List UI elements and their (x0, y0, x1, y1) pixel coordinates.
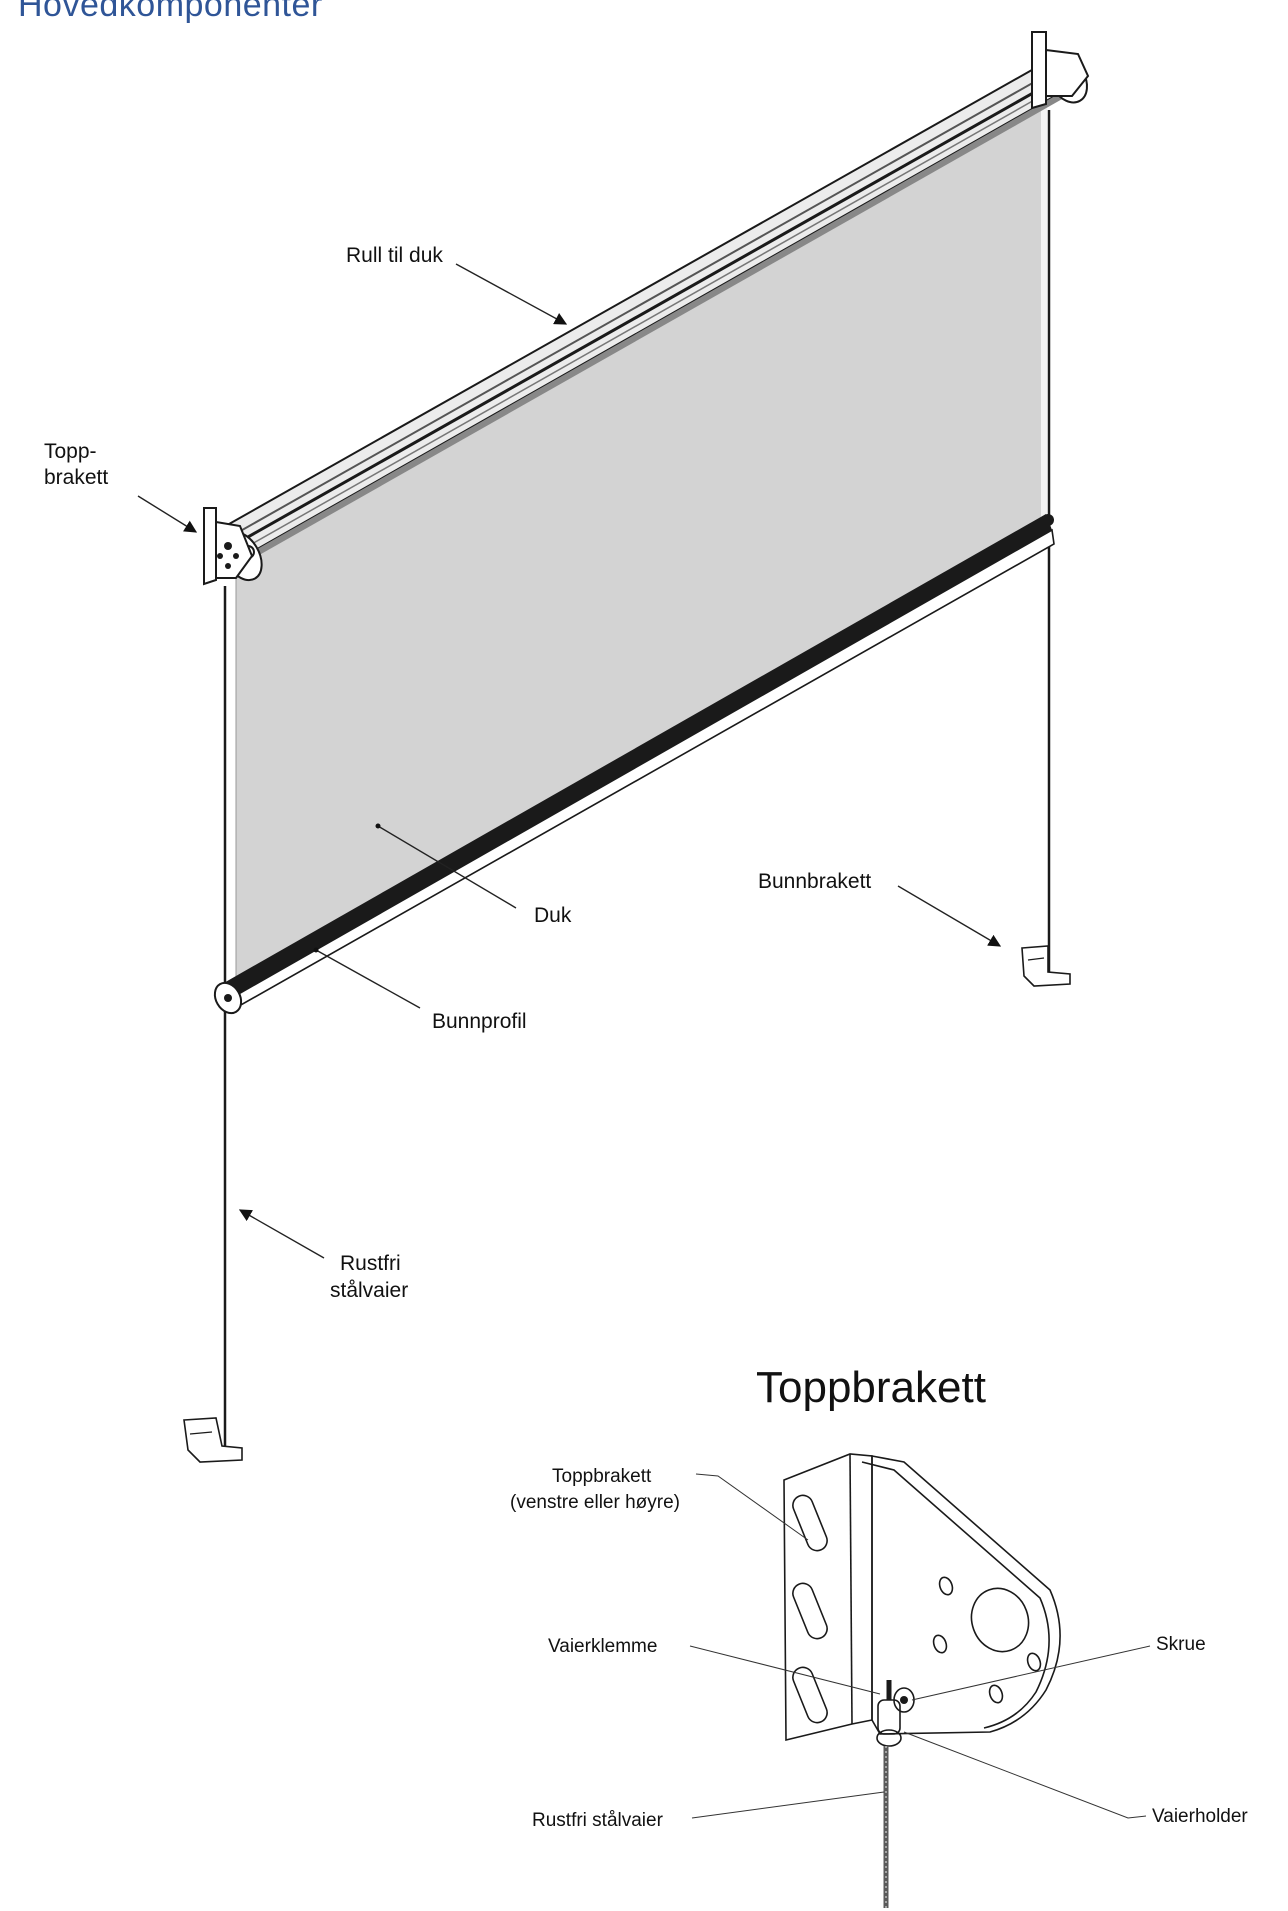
label-bunnbrakett: Bunnbrakett (758, 870, 871, 893)
bottom-profile (213, 514, 1055, 1015)
top-bracket-right (1031, 31, 1090, 110)
label-bunnprofil: Bunnprofil (432, 1010, 527, 1033)
label-vaierholder: Vaierholder (1152, 1806, 1248, 1827)
arrow-topp-brakett (137, 495, 198, 533)
leader-rustfri-stalvaier (691, 1791, 885, 1819)
arrow-bunnbrakett (897, 885, 1002, 947)
label-toppbrakett-2: (venstre eller høyre) (510, 1492, 680, 1513)
label-vaierklemme: Vaierklemme (548, 1636, 657, 1657)
leader-vaierholder (903, 1731, 1147, 1819)
leader-vaierklemme (689, 1645, 881, 1695)
label-rustfri-2: stålvaier (330, 1279, 408, 1302)
leader-duk (377, 825, 517, 909)
top-bracket-left (203, 507, 254, 586)
detail-bracket-drawing (783, 1453, 1061, 1908)
arrow-rustfri (238, 1209, 325, 1259)
bottom-bracket-left (183, 1417, 243, 1463)
leader-skrue (911, 1645, 1151, 1701)
leader-bunnprofil-dot (313, 947, 319, 953)
detail-heading: Toppbrakett (756, 1363, 986, 1412)
leader-bunnprofil (315, 949, 421, 1009)
label-rull-til-duk: Rull til duk (346, 244, 443, 267)
arrow-rull-til-duk (455, 263, 568, 325)
label-skrue: Skrue (1156, 1634, 1206, 1655)
label-rustfri-stalvaier: Rustfri stålvaier (532, 1810, 664, 1831)
label-rustfri-1: Rustfri (340, 1252, 401, 1275)
label-topp-brakett-1: Topp- (44, 440, 97, 463)
label-topp-brakett-2: brakett (44, 466, 108, 489)
page-title: Hovedkomponenter (18, 0, 323, 24)
leader-duk-dot (375, 823, 381, 829)
leader-toppbrakett (695, 1473, 809, 1541)
bottom-bracket-right (1021, 945, 1071, 987)
fabric-screen (235, 107, 1045, 989)
label-toppbrakett-1: Toppbrakett (552, 1466, 652, 1487)
label-duk: Duk (534, 904, 572, 927)
